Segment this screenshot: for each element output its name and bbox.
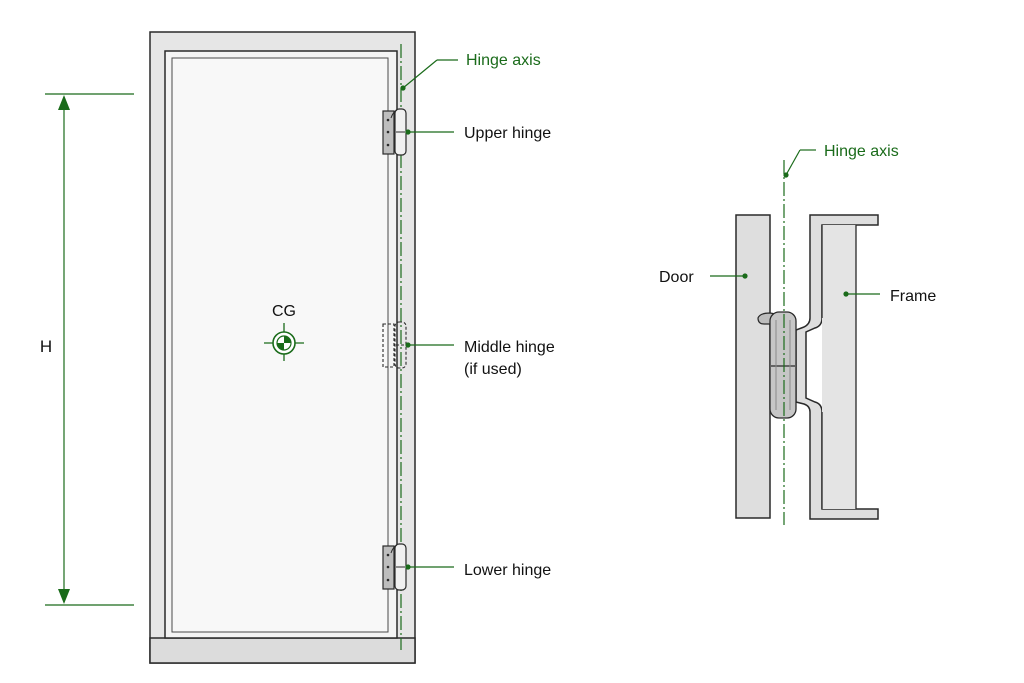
lower-hinge-label: Lower hinge	[464, 562, 551, 579]
frame-leader	[843, 291, 880, 297]
middle-hinge-leader	[405, 342, 454, 348]
upper-hinge-leader	[405, 129, 454, 135]
frame-label: Frame	[890, 288, 936, 305]
hinge-axis-label-right: Hinge axis	[824, 143, 899, 160]
height-label: H	[40, 337, 52, 356]
middle-hinge-label: Middle hinge	[464, 339, 555, 356]
upper-hinge-icon	[382, 108, 407, 156]
cg-label: CG	[272, 303, 296, 320]
door-elevation: CG H Hinge axis Upper hinge Middle h	[40, 31, 555, 664]
door-leader	[710, 273, 748, 279]
section-door	[735, 214, 771, 519]
lower-hinge-leader	[405, 564, 454, 570]
hinge-section-view: Hinge axis Door Frame	[659, 143, 936, 525]
upper-hinge-label: Upper hinge	[464, 125, 551, 142]
height-dimension	[45, 93, 134, 606]
section-hinge-axis-leader	[783, 149, 816, 178]
middle-hinge-note: (if used)	[464, 361, 522, 378]
hinge-axis-label-left: Hinge axis	[466, 52, 541, 69]
center-of-gravity-icon	[264, 323, 304, 361]
middle-hinge-icon	[382, 321, 407, 369]
section-hinge-icon	[757, 311, 797, 419]
hinge-axis-leader	[400, 59, 458, 91]
door-label: Door	[659, 269, 694, 286]
door-sill	[149, 637, 416, 664]
lower-hinge-icon	[382, 543, 407, 591]
